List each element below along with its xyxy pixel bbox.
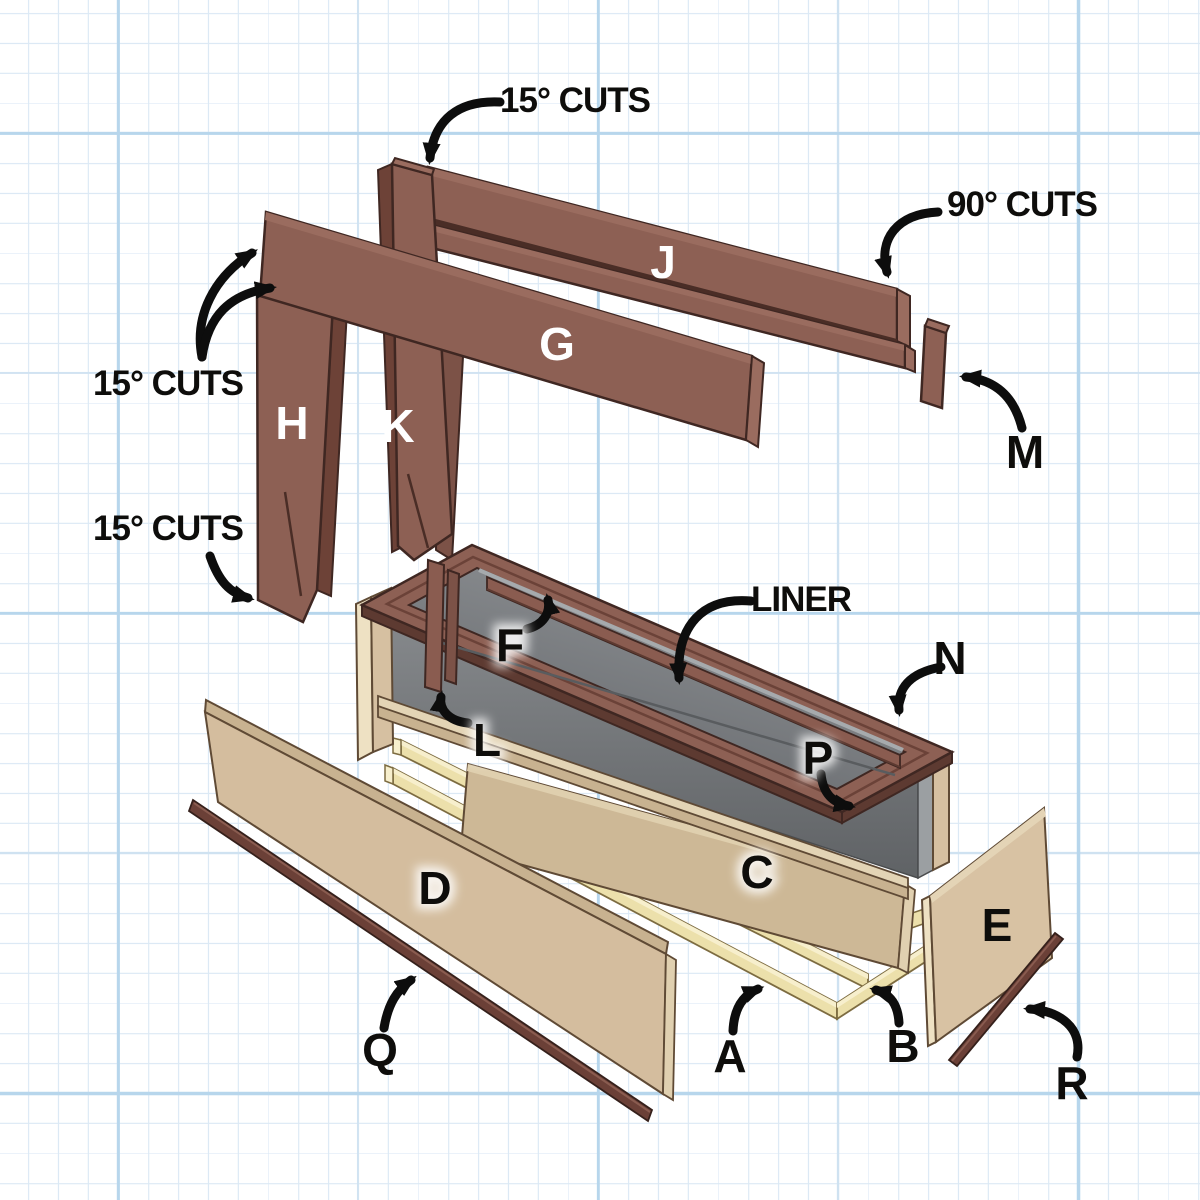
rail-f-face <box>486 575 901 770</box>
part-letters: H K G J M F F L L N P P C C D D Q A B E … <box>275 236 1088 1109</box>
part-label-n: N <box>933 632 966 684</box>
strip-q-highlight <box>193 802 651 1113</box>
panel-d <box>203 698 677 1102</box>
panel-c-end <box>897 882 916 975</box>
part-label-b: B <box>886 1020 919 1072</box>
arrow-q <box>379 975 417 1033</box>
rail-a-end-cap <box>384 763 394 786</box>
strip-q-face <box>187 798 654 1123</box>
panel-e-top-edge <box>930 808 1046 903</box>
panel-d-end <box>662 952 677 1102</box>
cleat-l-strip-1 <box>423 558 446 694</box>
arrow-15-cuts-mid-lower <box>197 281 277 362</box>
rail-end-top-edge <box>837 939 936 1008</box>
part-label-h: H <box>275 397 308 449</box>
part-label-p-halo: P <box>803 732 834 784</box>
part-label-p: P <box>803 732 834 784</box>
arrow-r <box>1023 1001 1083 1062</box>
part-label-e: E <box>982 899 1013 951</box>
part-label-l: L <box>473 714 501 766</box>
board-m-face <box>919 324 948 410</box>
board-g-end <box>744 354 766 449</box>
part-label-l-halo: L <box>473 714 501 766</box>
part-label-a: A <box>713 1030 746 1082</box>
callout-liner: LINER <box>751 580 852 619</box>
part-label-q: Q <box>362 1024 398 1076</box>
callout-15-cuts-mid: 15° CUTS <box>93 364 243 403</box>
strip-q <box>187 798 654 1123</box>
callout-15-cuts-top: 15° CUTS <box>500 81 650 120</box>
liner-fold-line <box>431 638 896 777</box>
board-h <box>255 282 349 624</box>
board-k <box>376 156 466 562</box>
part-label-r: R <box>1055 1057 1088 1109</box>
board-j-cap-end <box>904 343 916 374</box>
part-label-j: J <box>650 236 676 288</box>
part-label-f: F <box>496 619 524 671</box>
box-floor-front-edge <box>377 704 909 901</box>
board-m <box>919 317 951 410</box>
board-g <box>258 210 766 449</box>
board-m-top-edge <box>923 317 951 335</box>
callout-90-cuts: 90° CUTS <box>947 185 1097 224</box>
board-j <box>418 165 916 374</box>
part-label-k: K <box>381 400 414 452</box>
part-label-f-halo: F <box>496 619 524 671</box>
arrow-b <box>869 985 904 1028</box>
part-label-c-halo: C <box>740 846 773 898</box>
rail-f-shade <box>486 588 901 768</box>
board-k-kerf-line <box>406 473 430 549</box>
arrow-a <box>728 984 765 1036</box>
board-h-kerf-line <box>283 491 303 597</box>
arrow-liner <box>669 596 756 685</box>
part-label-d-halo: D <box>418 862 451 914</box>
arrow-15-cuts-bottom <box>205 551 255 603</box>
panel-e-face <box>928 806 1054 1044</box>
arrow-f <box>522 593 561 634</box>
callout-labels: 15° CUTS 15° CUTS 15° CUTS 90° CUTS LINE… <box>93 81 1098 619</box>
arrow-15-cuts-top <box>422 97 505 165</box>
board-k-top-edge <box>390 156 436 177</box>
arrow-n <box>888 662 946 717</box>
strip-r <box>947 931 1065 1068</box>
board-j-back-end <box>896 287 911 349</box>
arrow-m <box>959 369 1027 433</box>
board-j-back-top-edge <box>428 167 897 297</box>
board-j-cap-top-edge <box>420 222 905 351</box>
arrow-p <box>816 769 856 813</box>
cleat-l-strip-2 <box>443 568 461 686</box>
part-label-c: C <box>740 846 773 898</box>
board-g-top-edge <box>265 212 752 364</box>
arrow-90-cuts <box>874 207 943 279</box>
strip-r-face <box>947 931 1065 1068</box>
callout-arrows <box>195 97 1083 1062</box>
part-label-g: G <box>539 318 575 370</box>
panel-e <box>920 806 1054 1048</box>
callout-15-cuts-bottom: 15° CUTS <box>93 509 243 548</box>
part-label-d: D <box>418 862 451 914</box>
part-label-m: M <box>1006 426 1044 478</box>
rail-b-end-cap <box>392 737 402 756</box>
strip-r-highlight <box>951 935 1057 1062</box>
arrow-l <box>429 690 473 728</box>
